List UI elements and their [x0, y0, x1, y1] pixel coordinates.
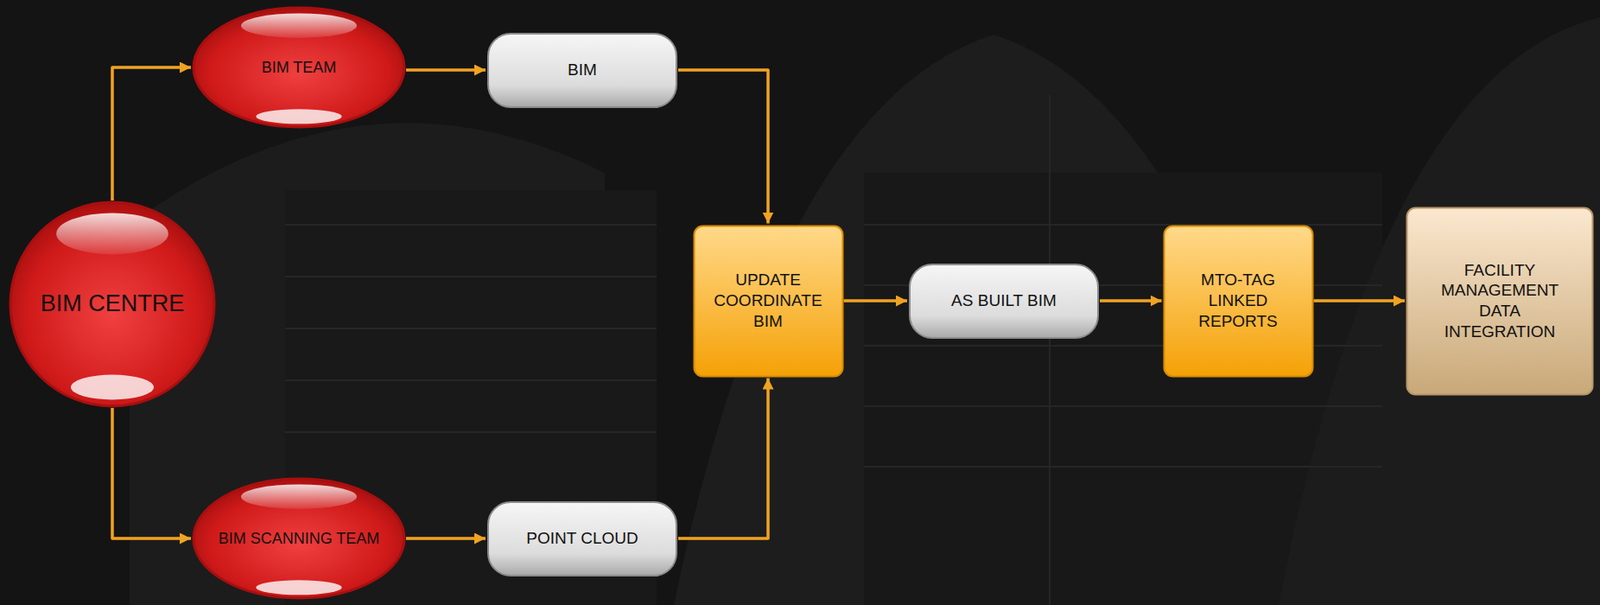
hub-circle: BIM CENTRE [8, 200, 216, 408]
orb-body [193, 7, 405, 127]
flow-arrow [406, 536, 486, 540]
orb-highlight [70, 374, 154, 400]
process-box: UPDATE COORDINATE BIM [692, 224, 845, 378]
data-pill: POINT CLOUD [486, 500, 679, 578]
orb-highlight [241, 13, 357, 39]
pill-body [909, 264, 1099, 338]
output-box: FACILITY MANAGEMENT DATA INTEGRATION [1405, 206, 1594, 396]
node-label: POINT CLOUD [526, 527, 639, 549]
node-label: BIM [567, 59, 597, 81]
pill-body [488, 33, 677, 108]
building-silhouette [1278, 17, 1600, 605]
flow-arrow [112, 67, 191, 201]
node-label: BIM SCANNING TEAM [218, 528, 381, 549]
pill-body [488, 501, 677, 576]
team-ellipse: BIM TEAM [191, 6, 407, 129]
node-label: BIM TEAM [261, 57, 337, 78]
box-body [693, 225, 843, 376]
flow-arrow [1099, 298, 1162, 303]
node-label: UPDATE COORDINATE BIM [706, 269, 831, 331]
box-body [1407, 207, 1594, 394]
flow-arrow [678, 378, 769, 540]
flow-arrow [112, 407, 191, 539]
node-label: MTO-TAG LINKED REPORTS [1176, 269, 1301, 331]
node-label: BIM CENTRE [40, 289, 185, 319]
orb-highlight [255, 108, 342, 124]
box-body [1163, 225, 1313, 376]
orb-highlight [56, 212, 169, 254]
building-lines [285, 95, 1383, 605]
data-pill: BIM [486, 31, 679, 109]
orb-body [193, 478, 405, 598]
node-label: AS BUILT BIM [951, 290, 1057, 312]
data-pill: AS BUILT BIM [907, 262, 1100, 340]
node-label: FACILITY MANAGEMENT DATA INTEGRATION [1422, 260, 1577, 343]
flow-arrow [844, 298, 908, 303]
node-outline [1405, 206, 1594, 396]
orb-highlight [255, 579, 342, 595]
team-ellipse: BIM SCANNING TEAM [191, 476, 407, 600]
flow-arrow [406, 68, 486, 72]
flow-arrow [678, 69, 769, 224]
orb-highlight [241, 484, 357, 509]
orb-body [10, 202, 215, 407]
flow-arrow [1314, 298, 1406, 303]
process-box: MTO-TAG LINKED REPORTS [1162, 224, 1315, 378]
